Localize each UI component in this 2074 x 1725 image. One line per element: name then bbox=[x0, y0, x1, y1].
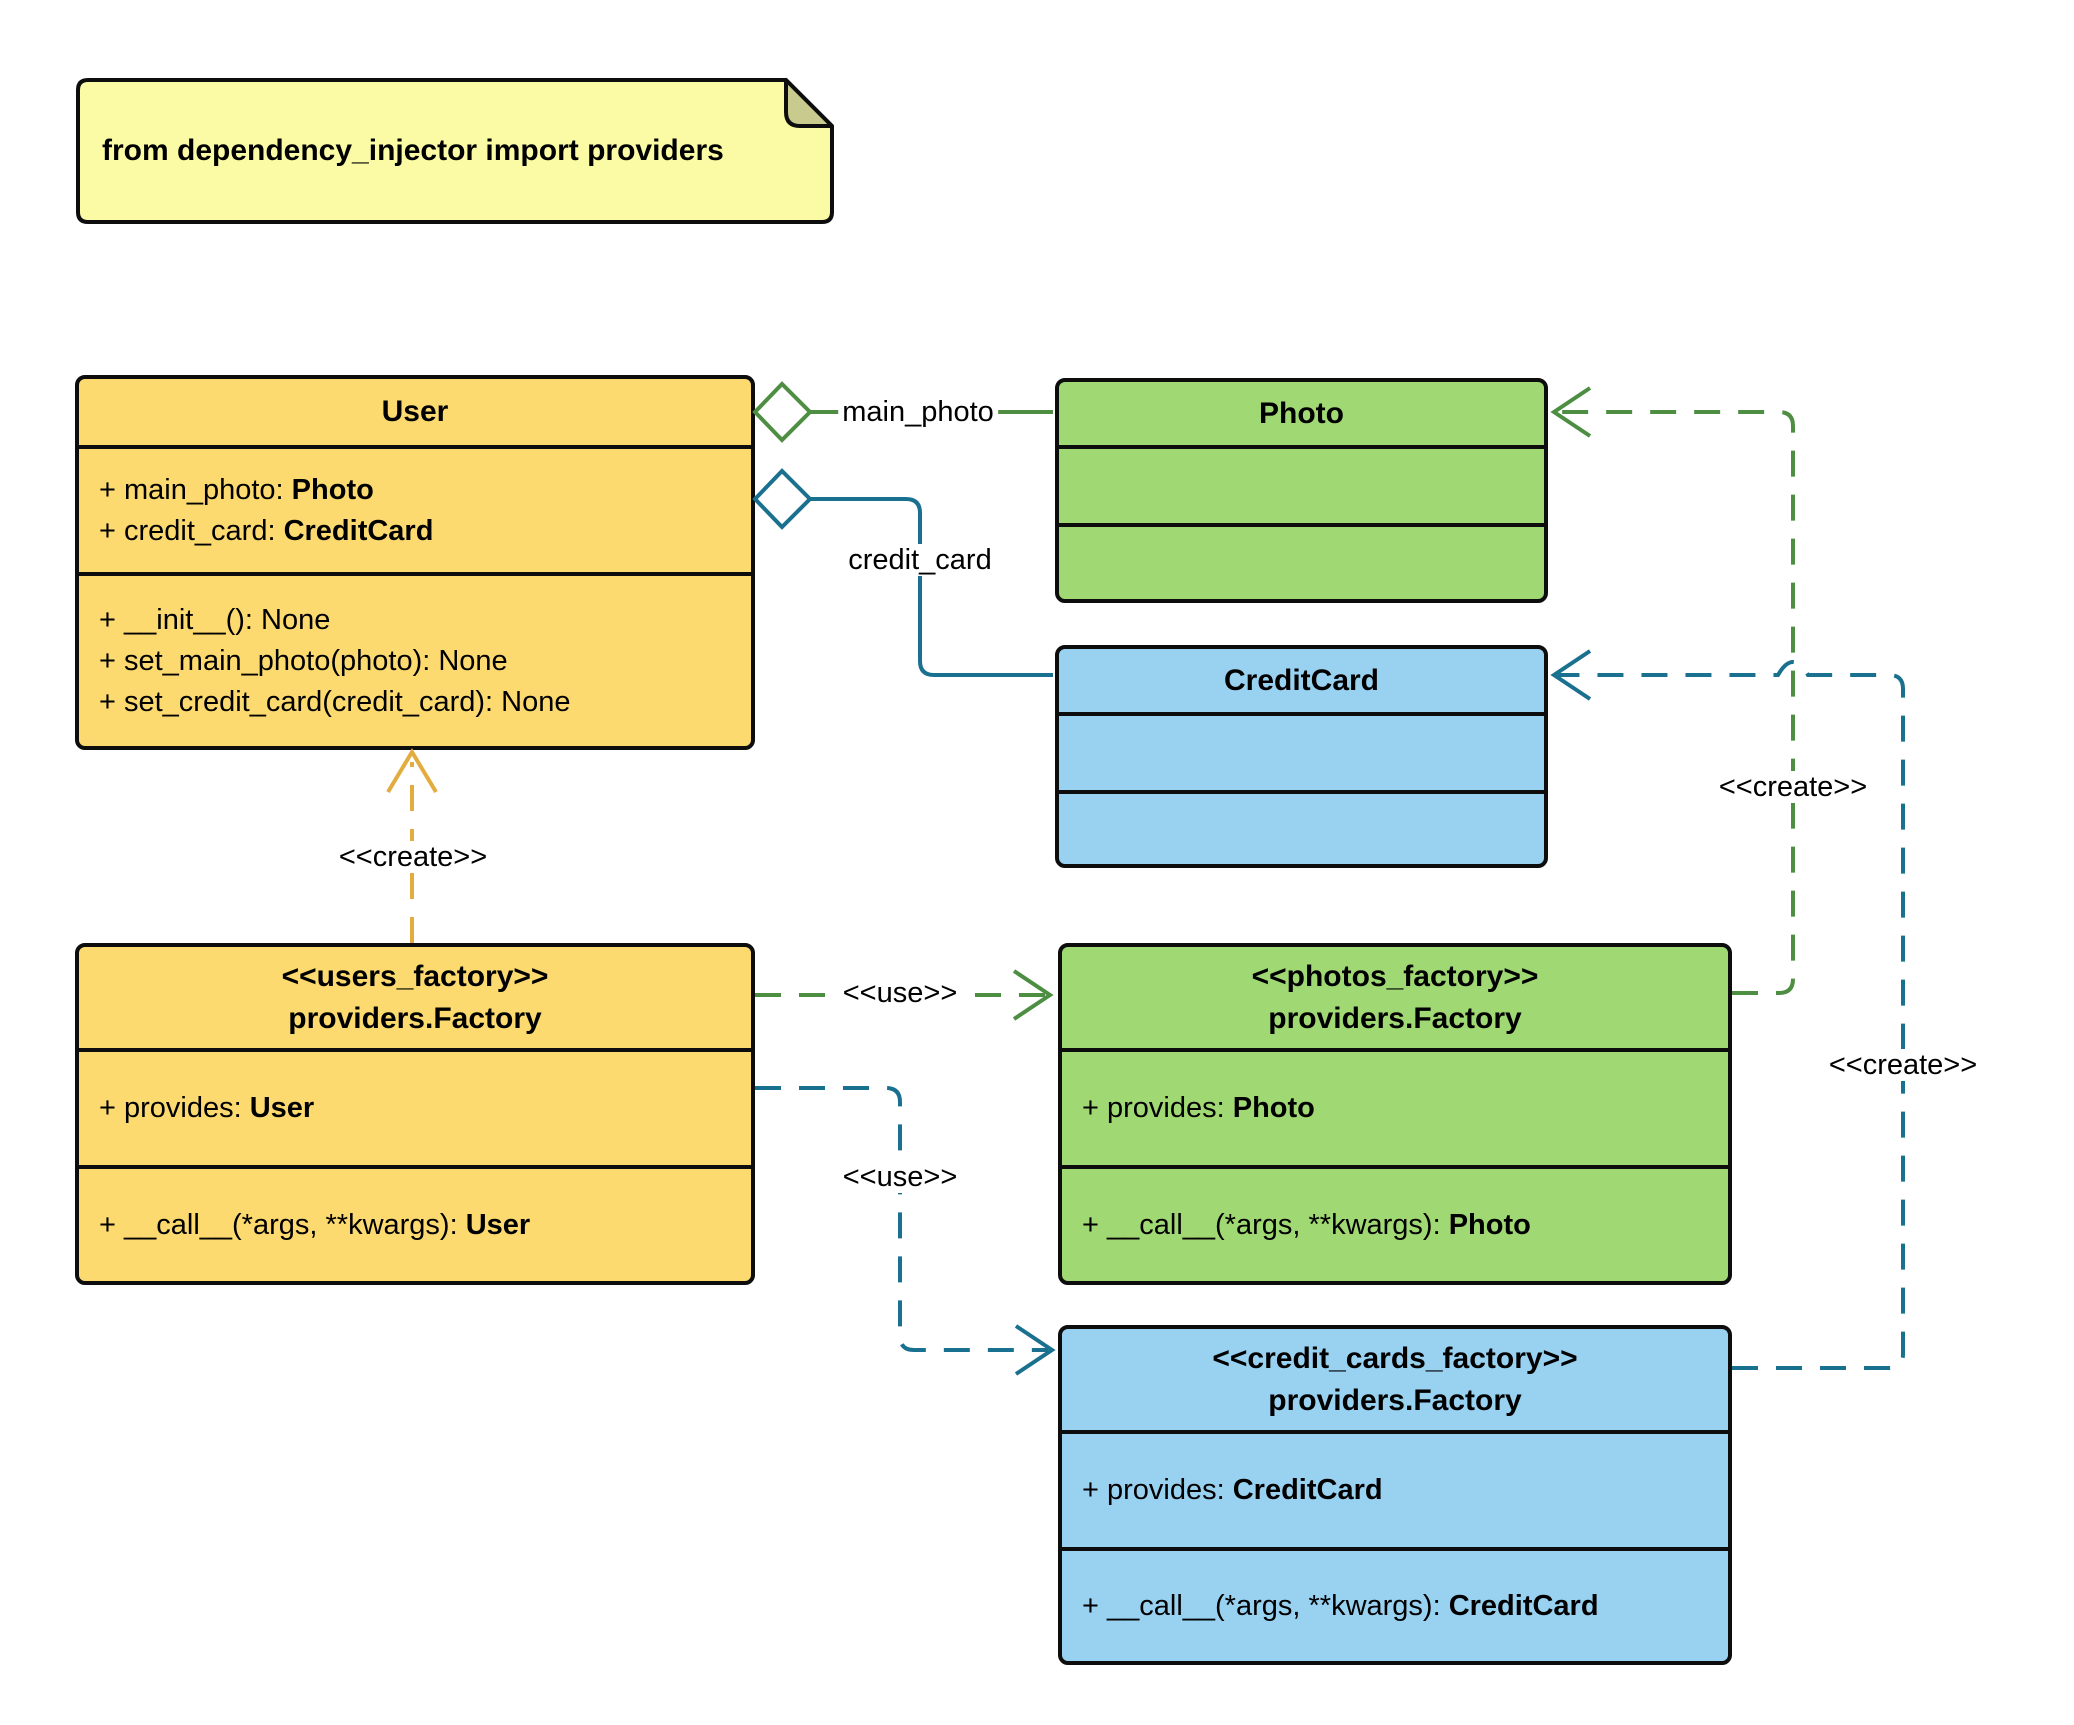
class-title: <<users_factory>> providers.Factory bbox=[79, 947, 751, 1048]
class-title: User bbox=[381, 395, 449, 428]
label-create-photo: <<create>> bbox=[1714, 771, 1872, 803]
method-row: + __call__(*args, **kwargs): User bbox=[99, 1208, 531, 1241]
create-photo-arrowhead bbox=[1550, 386, 1592, 438]
attributes-compartment: + provides: CreditCard bbox=[1062, 1430, 1728, 1547]
class-photos-factory: <<photos_factory>> providers.Factory + p… bbox=[1058, 943, 1732, 1285]
class-user: User + main_photo: Photo + credit_card: … bbox=[75, 375, 755, 750]
stereotype-label: <<credit_cards_factory>> bbox=[1212, 1341, 1578, 1375]
class-title: <<credit_cards_factory>> providers.Facto… bbox=[1062, 1329, 1728, 1430]
method-row: + set_main_photo(photo): None bbox=[99, 644, 508, 677]
use-credit-cards-dashed-line bbox=[755, 1086, 1048, 1352]
label-create-credit-card: <<create>> bbox=[1824, 1049, 1982, 1081]
label-use-credit-cards: <<use>> bbox=[838, 1161, 962, 1193]
use-photos-arrowhead bbox=[1012, 969, 1054, 1021]
attributes-compartment: + provides: User bbox=[79, 1048, 751, 1165]
use-credit-cards-arrowhead bbox=[1014, 1324, 1056, 1376]
attribute-row: + main_photo: Photo bbox=[99, 473, 374, 506]
label-create-user: <<create>> bbox=[334, 841, 492, 873]
stereotype-label: <<photos_factory>> bbox=[1251, 959, 1539, 993]
methods-compartment bbox=[1059, 523, 1544, 599]
stereotype-label: <<users_factory>> bbox=[281, 959, 549, 993]
class-title: CreditCard bbox=[1223, 663, 1380, 697]
methods-compartment: + __init__(): None + set_main_photo(phot… bbox=[79, 572, 751, 746]
methods-compartment bbox=[1059, 790, 1544, 864]
attributes-compartment bbox=[1059, 712, 1544, 790]
class-name: providers.Factory bbox=[1268, 1001, 1522, 1035]
class-name: providers.Factory bbox=[288, 1001, 542, 1035]
methods-compartment: + __call__(*args, **kwargs): User bbox=[79, 1165, 751, 1281]
label-main-photo: main_photo bbox=[838, 396, 998, 428]
class-photo: Photo bbox=[1055, 378, 1548, 603]
attribute-row: + provides: CreditCard bbox=[1082, 1474, 1383, 1506]
class-title: Photo bbox=[1259, 396, 1344, 430]
create-photo-dashed-line bbox=[1558, 410, 1795, 995]
aggregation-diamond-credit-card bbox=[752, 468, 813, 530]
class-creditcard: CreditCard bbox=[1055, 645, 1548, 868]
label-use-photos: <<use>> bbox=[838, 977, 962, 1009]
aggregation-diamond-main-photo bbox=[752, 381, 813, 443]
method-row: + __init__(): None bbox=[99, 603, 331, 636]
methods-compartment: + __call__(*args, **kwargs): CreditCard bbox=[1062, 1547, 1728, 1661]
class-name: providers.Factory bbox=[1268, 1383, 1522, 1417]
attribute-row: + provides: User bbox=[99, 1092, 315, 1124]
attribute-row: + credit_card: CreditCard bbox=[99, 514, 434, 547]
create-credit-card-arrowhead bbox=[1550, 649, 1592, 701]
method-row: + set_credit_card(credit_card): None bbox=[99, 685, 571, 718]
note-text: from dependency_injector import provider… bbox=[102, 134, 724, 167]
create-users-arrowhead bbox=[386, 748, 438, 794]
attributes-compartment: + main_photo: Photo + credit_card: Credi… bbox=[79, 445, 751, 572]
method-row: + __call__(*args, **kwargs): Photo bbox=[1082, 1208, 1531, 1241]
methods-compartment: + __call__(*args, **kwargs): Photo bbox=[1062, 1165, 1728, 1281]
attribute-row: + provides: Photo bbox=[1082, 1092, 1315, 1124]
association-credit-card-line bbox=[810, 497, 1053, 677]
class-title: <<photos_factory>> providers.Factory bbox=[1062, 947, 1728, 1048]
label-credit-card: credit_card bbox=[844, 544, 996, 576]
attributes-compartment bbox=[1059, 445, 1544, 523]
class-credit-cards-factory: <<credit_cards_factory>> providers.Facto… bbox=[1058, 1325, 1732, 1665]
method-row: + __call__(*args, **kwargs): CreditCard bbox=[1082, 1589, 1599, 1622]
class-users-factory: <<users_factory>> providers.Factory + pr… bbox=[75, 943, 755, 1285]
attributes-compartment: + provides: Photo bbox=[1062, 1048, 1728, 1165]
